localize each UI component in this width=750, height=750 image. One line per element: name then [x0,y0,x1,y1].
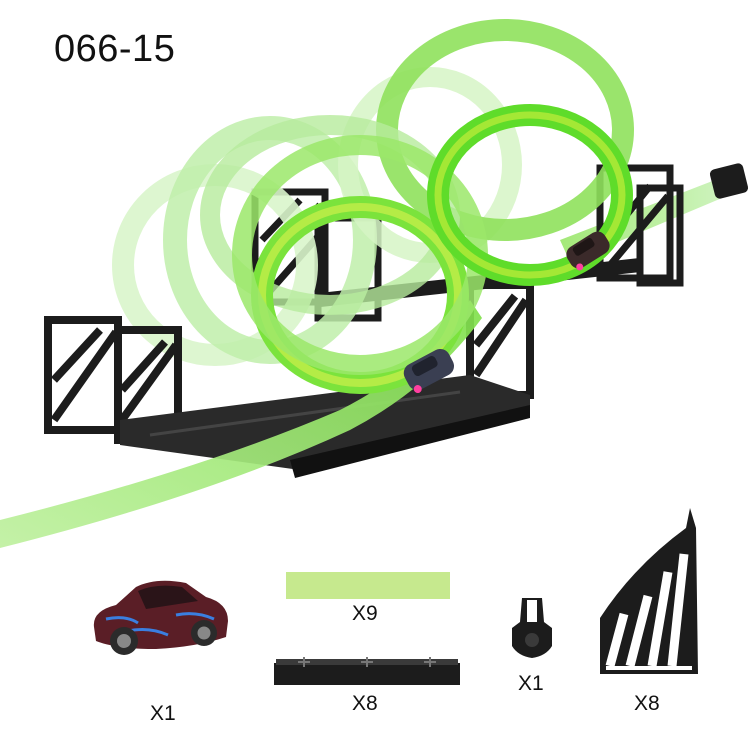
straight-track-icon [286,572,450,599]
launcher-clip-quantity: X1 [518,672,544,695]
car-on-loop-back [566,231,610,271]
connector-base-icon [274,657,460,685]
toy-car-icon [93,580,228,655]
connector-base-quantity: X8 [352,692,378,715]
support-bracket-quantity: X8 [634,692,660,715]
pale-loops [112,19,634,366]
support-bracket-icon [600,508,698,674]
end-clip-icon [709,163,749,199]
ramp-track [0,300,482,548]
bright-loops [232,104,633,394]
launcher-clip-icon [512,598,552,658]
car-on-loop-front [403,348,455,394]
toy-car-quantity: X1 [150,702,176,725]
straight-track-quantity: X9 [352,602,378,625]
model-code: 066-15 [54,28,176,70]
